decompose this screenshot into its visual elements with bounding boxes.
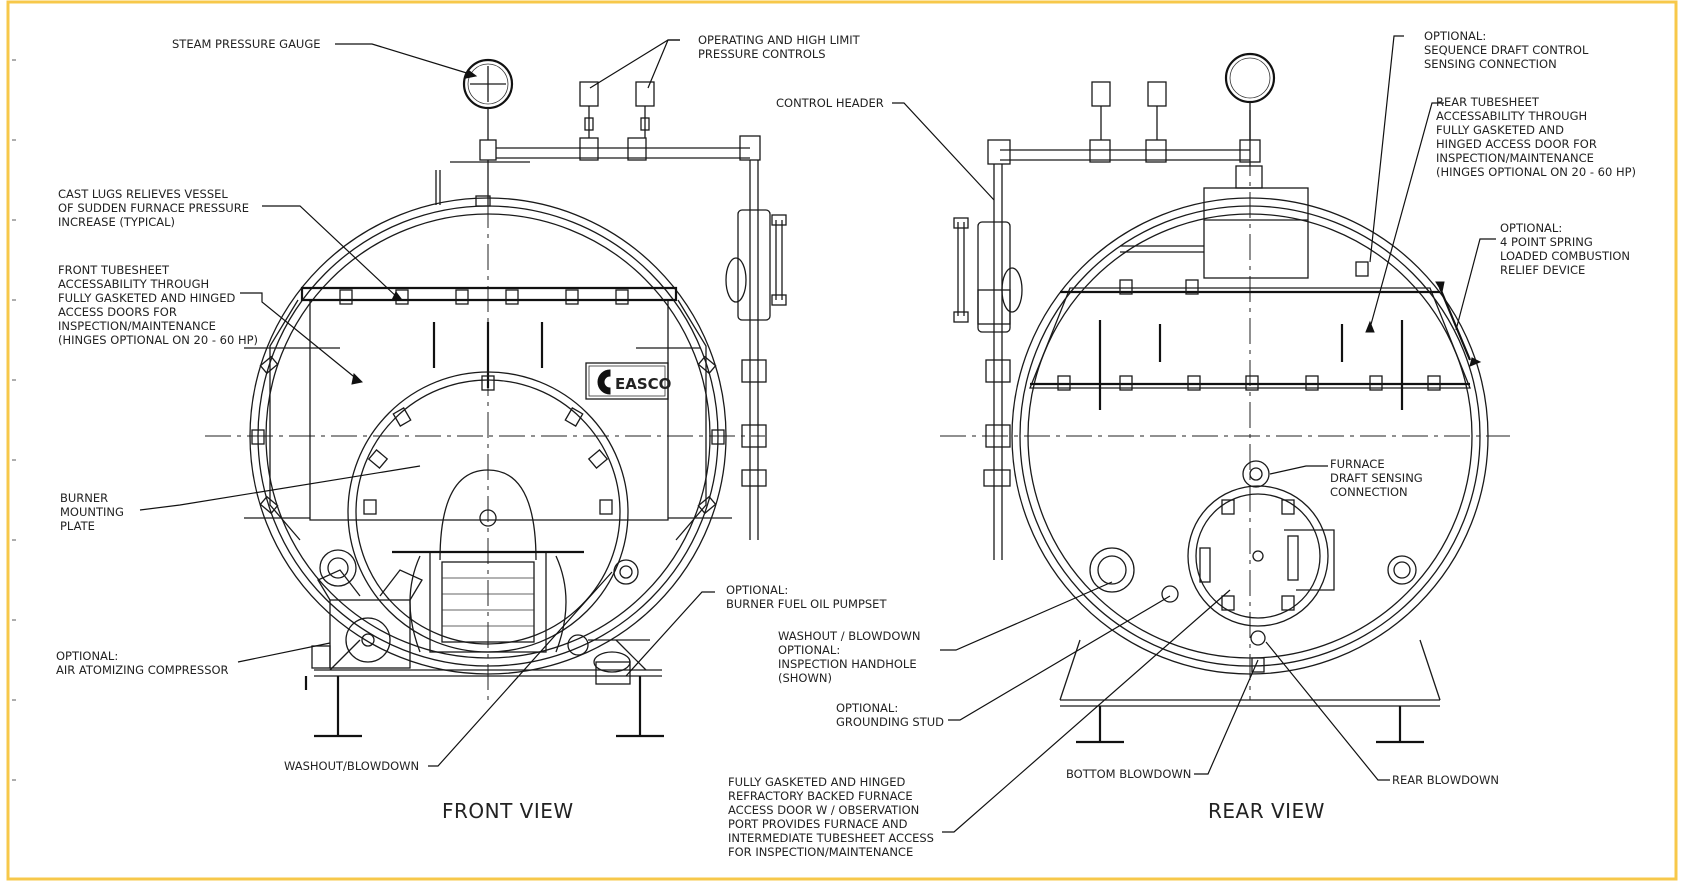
label-rear-blowdown: REAR BLOWDOWN [1392,773,1499,787]
callout-labels: STEAM PRESSURE GAUGE OPERATING AND HIGH … [56,29,1636,859]
logo-text: EASCO [615,375,671,393]
label-washout-front: WASHOUT/BLOWDOWN [284,759,419,773]
label-furnace-door-3: ACCESS DOOR W / OBSERVATION [728,803,919,817]
label-control-header: CONTROL HEADER [776,96,884,110]
water-column [725,209,787,321]
label-cast-lugs-3: INCREASE (TYPICAL) [58,215,175,229]
label-rear-tubesheet-6: (HINGES OPTIONAL ON 20 - 60 HP) [1436,165,1636,179]
rear-base [1059,639,1441,744]
label-relief-device-1: OPTIONAL: [1500,221,1562,235]
label-relief-device-3: LOADED COMBUSTION [1500,249,1630,263]
label-fuel-pumpset-1: OPTIONAL: [726,583,788,597]
label-furnace-door-2: REFRACTORY BACKED FURNACE [728,789,913,803]
label-bottom-blowdown: BOTTOM BLOWDOWN [1066,767,1191,781]
rear-furnace-door [1187,485,1335,627]
rear-view-title: REAR VIEW [1208,799,1325,823]
label-furnace-door-4: PORT PROVIDES FURNACE AND [728,817,908,831]
pressure-controls [579,81,655,138]
front-control-header [435,135,767,540]
label-furnace-door-1: FULLY GASKETED AND HINGED [728,775,905,789]
label-washout-handhole-3: INSPECTION HANDHOLE [778,657,917,671]
burner-housing [439,469,537,561]
label-front-tubesheet-5: INSPECTION/MAINTENANCE [58,319,216,333]
air-compressor [304,549,423,690]
label-rear-tubesheet-1: REAR TUBESHEET [1436,95,1540,109]
label-burner-mounting-2: MOUNTING [60,505,124,519]
rear-handholes [1089,547,1417,646]
label-grounding-stud-1: OPTIONAL: [836,701,898,715]
rear-view [940,52,1510,744]
steam-pressure-gauge [462,58,514,140]
label-cast-lugs-2: OF SUDDEN FURNACE PRESSURE [58,201,249,215]
label-pressure-controls-2: PRESSURE CONTROLS [698,47,826,61]
label-furnace-draft-2: DRAFT SENSING [1330,471,1423,485]
label-rear-tubesheet-5: INSPECTION/MAINTENANCE [1436,151,1594,165]
label-fuel-pumpset-2: BURNER FUEL OIL PUMPSET [726,597,887,611]
rear-shell-outer [1011,197,1489,675]
label-air-compressor-2: AIR ATOMIZING COMPRESSOR [56,663,229,677]
label-front-tubesheet-3: FULLY GASKETED AND HINGED [58,291,235,305]
label-grounding-stud-2: GROUNDING STUD [836,715,944,729]
arrowheads [351,69,1375,385]
label-washout-handhole-1: WASHOUT / BLOWDOWN [778,629,920,643]
grid-ticks [12,59,16,781]
label-furnace-draft-1: FURNACE [1330,457,1385,471]
label-burner-mounting-1: BURNER [60,491,108,505]
label-rear-tubesheet-2: ACCESSABILITY THROUGH [1436,109,1587,123]
label-pressure-controls-1: OPERATING AND HIGH LIMIT [698,33,861,47]
front-view-title: FRONT VIEW [442,799,574,823]
sheet-border [6,0,1678,881]
relief-device [1355,261,1482,367]
label-relief-device-2: 4 POINT SPRING [1500,235,1593,249]
label-air-compressor-1: OPTIONAL: [56,649,118,663]
label-sequence-draft-1: OPTIONAL: [1424,29,1486,43]
leader-lines [139,35,1496,833]
label-furnace-door-5: INTERMEDIATE TUBESHEET ACCESS [728,831,934,845]
label-relief-device-4: RELIEF DEVICE [1500,263,1585,277]
easco-logo: EASCO [585,362,671,400]
label-sequence-draft-3: SENSING CONNECTION [1424,57,1557,71]
fuel-oil-pumpset [567,559,650,685]
label-cast-lugs-1: CAST LUGS RELIEVES VESSEL [58,187,228,201]
rear-flue-box [987,110,1309,279]
label-rear-tubesheet-3: FULLY GASKETED AND [1436,123,1564,137]
label-washout-handhole-2: OPTIONAL: [778,643,840,657]
label-burner-mounting-3: PLATE [60,519,95,533]
label-furnace-draft-3: CONNECTION [1330,485,1408,499]
front-base [314,639,664,738]
rear-tubesheet-door [1029,287,1471,389]
rear-control-header [953,164,1023,560]
label-steam-pressure-gauge: STEAM PRESSURE GAUGE [172,37,321,51]
label-sequence-draft-2: SEQUENCE DRAFT CONTROL [1424,43,1589,57]
label-washout-handhole-4: (SHOWN) [778,671,832,685]
furnace-draft-connection [1242,460,1270,488]
label-front-tubesheet-2: ACCESSABILITY THROUGH [58,277,209,291]
front-view: EASCO [205,58,787,738]
label-furnace-door-6: FOR INSPECTION/MAINTENANCE [728,845,913,859]
label-front-tubesheet-6: (HINGES OPTIONAL ON 20 - 60 HP) [58,333,258,347]
rear-pressure-gauge [1224,52,1276,140]
label-rear-tubesheet-4: HINGED ACCESS DOOR FOR [1436,137,1597,151]
front-tubesheet-door [300,286,678,302]
label-front-tubesheet-4: ACCESS DOORS FOR [58,305,177,319]
label-front-tubesheet-1: FRONT TUBESHEET [58,263,170,277]
